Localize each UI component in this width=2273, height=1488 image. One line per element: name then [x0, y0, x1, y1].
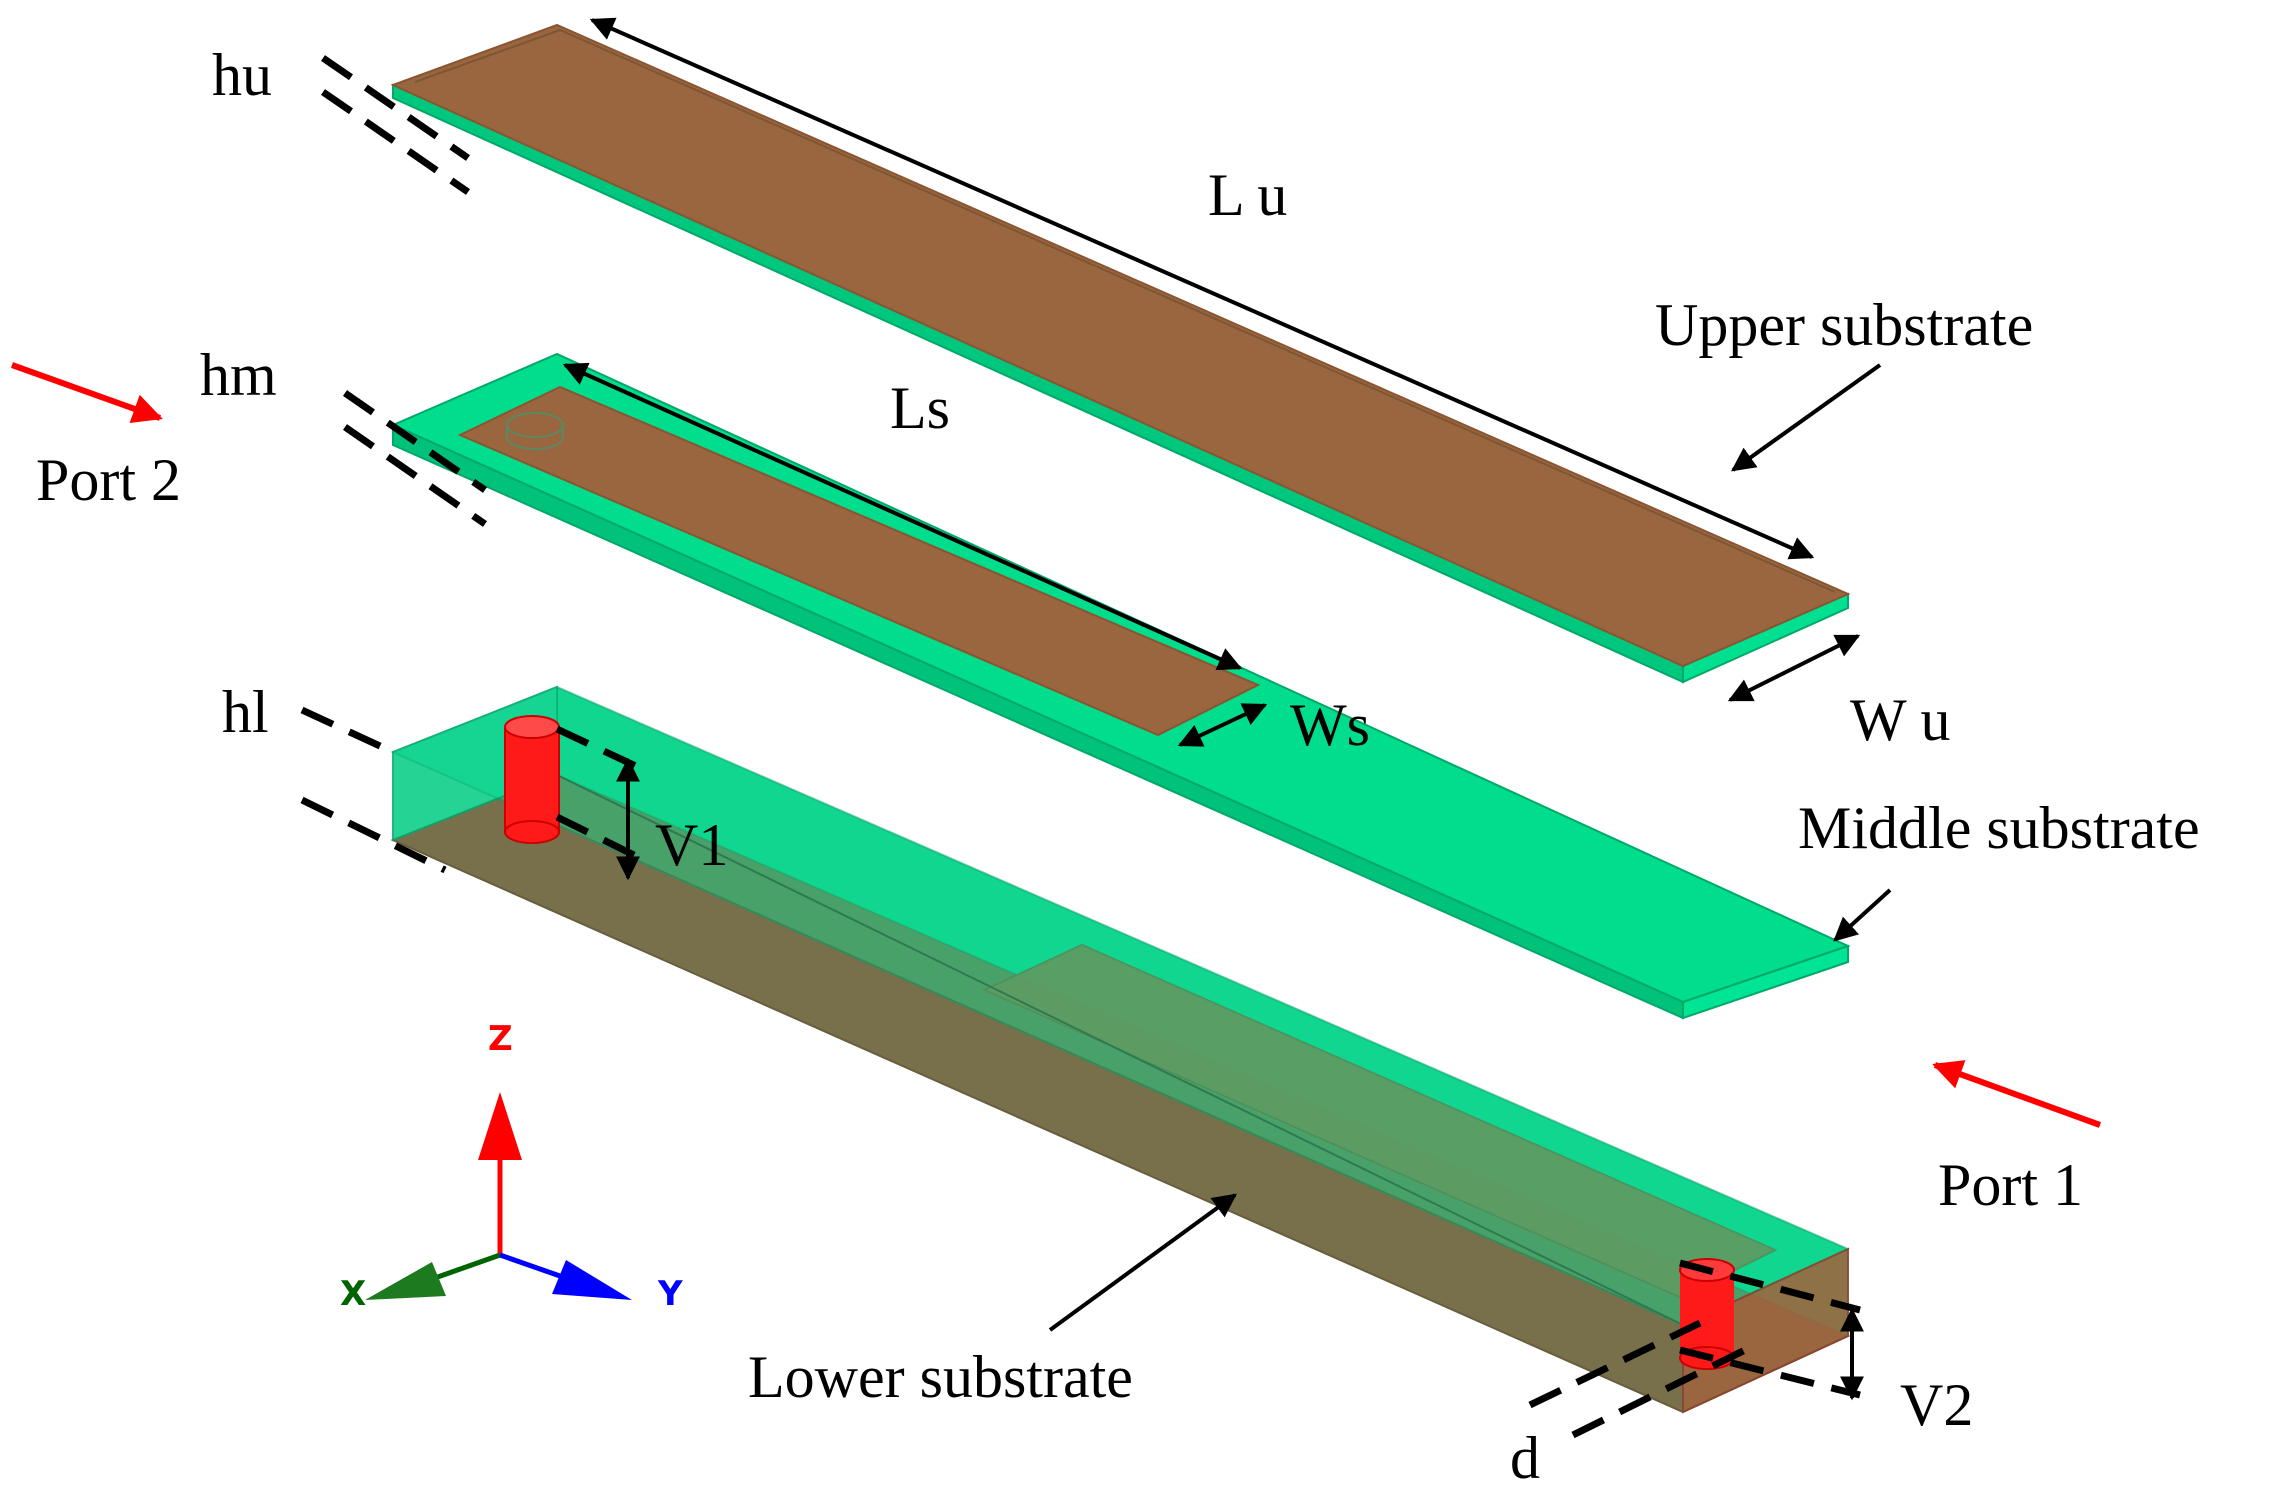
hm-label: hm: [200, 342, 277, 408]
middle-substrate-label: Middle substrate: [1798, 795, 2200, 861]
thickness-markers: [300, 55, 1861, 1439]
ls-dimension-arrow: [562, 362, 1243, 671]
upper-substrate: [390, 23, 1851, 684]
lower-substrate-label: Lower substrate: [748, 1344, 1133, 1410]
upper-substrate-copper-top: [390, 23, 1851, 668]
middle-substrate-leader: [1833, 888, 1892, 942]
middle-substrate-copper-strip: [457, 385, 1261, 737]
x-axis-label: X: [340, 1274, 366, 1314]
v1-label: V1: [655, 812, 728, 878]
port1-label: Port 1: [1938, 1152, 2083, 1218]
ws-label: Ws: [1290, 692, 1370, 758]
y-axis-cone-icon: [552, 1260, 632, 1300]
lu-label: L u: [1208, 162, 1287, 228]
ws-dimension-arrow: [1177, 703, 1268, 747]
leader-arrows: [1048, 363, 1892, 1332]
y-axis-label: Y: [657, 1274, 683, 1314]
upper-substrate-leader: [1731, 363, 1882, 472]
ls-label: Ls: [890, 375, 950, 441]
hu-label: hu: [212, 42, 272, 108]
z-axis-cone-icon: [478, 1092, 522, 1160]
port-arrows: [10, 362, 2102, 1128]
port1-arrow: [1932, 1060, 2102, 1128]
labels: hu L u Upper substrate hm Ls Port 2 W u …: [36, 42, 2200, 1488]
dimension-arrows: [562, 17, 1864, 1401]
middle-substrate-end-face: [1682, 944, 1849, 1020]
lower-substrate-top-face: [390, 685, 1851, 1327]
wu-dimension-arrow: [1727, 634, 1861, 702]
axis-triad: Z X Y: [340, 1019, 683, 1314]
via-v1: [504, 715, 560, 844]
hl-label: hl: [222, 679, 269, 745]
v2-label: V2: [1900, 1372, 1973, 1438]
z-axis-label: Z: [488, 1019, 513, 1059]
d-label: d: [1510, 1425, 1540, 1488]
lower-substrate-leader: [1048, 1193, 1237, 1332]
lower-substrate: [390, 685, 1851, 1414]
x-axis-cone-icon: [365, 1262, 446, 1300]
lu-dimension-arrow: [589, 17, 1815, 560]
port2-arrow: [10, 362, 163, 424]
upper-substrate-label: Upper substrate: [1655, 292, 2033, 358]
wu-label: W u: [1850, 687, 1951, 753]
port2-label: Port 2: [36, 447, 181, 513]
